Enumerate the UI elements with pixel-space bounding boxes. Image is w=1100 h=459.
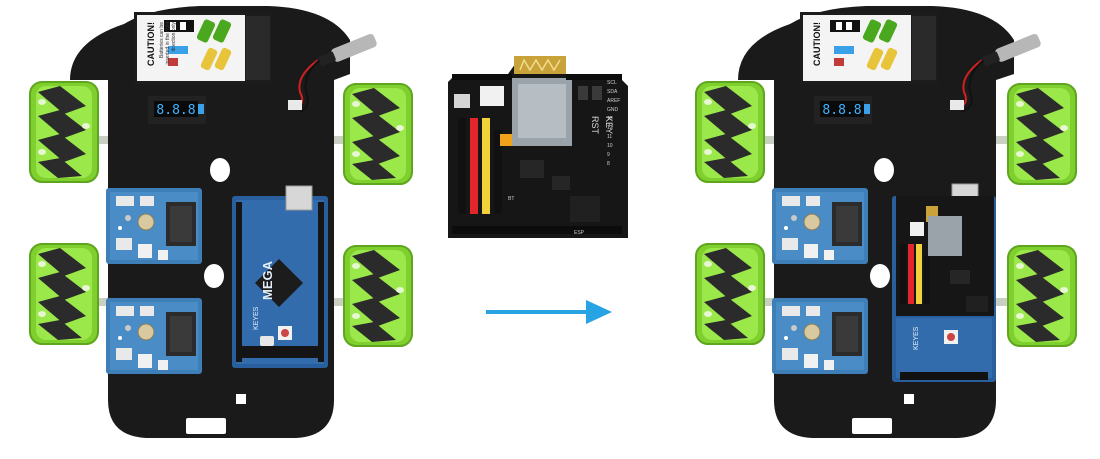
power-connector xyxy=(288,100,302,110)
power-wire-black xyxy=(961,57,987,113)
motor-driver-rear xyxy=(771,297,869,375)
shield-button xyxy=(454,94,470,108)
wheel-front-left xyxy=(695,81,765,183)
shield-pin-labels: SCL SDA AREF GND 13 12 11 10 9 8 xyxy=(607,80,620,167)
wheel-front-right xyxy=(343,83,413,185)
pin-label: 9 xyxy=(607,152,610,158)
voltmeter xyxy=(814,96,872,124)
pin-label: AREF xyxy=(607,98,620,104)
wheel-front-left xyxy=(29,81,99,183)
chassis-hole xyxy=(874,158,894,182)
shield-socket xyxy=(570,196,600,222)
wifi-module xyxy=(928,216,962,256)
caution-heading: CAUTION! xyxy=(146,22,156,66)
chassis-hole xyxy=(204,264,224,288)
pin-label: 10 xyxy=(607,143,613,149)
caution-line-3: direction only xyxy=(171,22,177,52)
caution-line-2: inserted in the right xyxy=(165,21,171,64)
caution-heading: CAUTION! xyxy=(812,22,822,66)
pin-label: SCL xyxy=(607,80,617,86)
motor-driver-rear xyxy=(105,297,203,375)
motor-driver-front xyxy=(771,187,869,265)
pin-label: 13 xyxy=(607,116,613,122)
chassis-slot xyxy=(852,418,892,434)
pin-label: 11 xyxy=(607,134,612,140)
right-chassis: CAUTION! KEYES xyxy=(695,6,1077,438)
wheel-front-right xyxy=(1007,83,1077,185)
caution-line-1: Batteries can be xyxy=(159,22,165,58)
voltmeter xyxy=(148,96,206,124)
wifi-shield: RST KEY SCL SDA AREF GND 13 12 11 10 9 8 xyxy=(448,56,628,238)
bt-label: BT xyxy=(508,196,514,202)
pin-label: 12 xyxy=(607,125,613,131)
chassis-slot xyxy=(904,394,914,404)
mega-board xyxy=(231,185,329,369)
wheel-rear-right xyxy=(1007,245,1077,347)
shield-connector xyxy=(480,86,504,106)
chassis-slot xyxy=(186,418,226,434)
header-black xyxy=(458,118,466,214)
wheel-rear-right xyxy=(343,245,413,347)
rst-button xyxy=(578,86,588,100)
battery-caution-label: CAUTION! Batteries can be inserted in th… xyxy=(146,21,177,66)
pin-label: GND xyxy=(607,107,619,113)
pin-label: SDA xyxy=(607,89,618,95)
header-yellow xyxy=(482,118,490,214)
arrow-right-icon xyxy=(486,300,612,324)
esp-label: ESP xyxy=(574,230,585,236)
key-label: KEY xyxy=(604,116,614,134)
wheel-rear-left xyxy=(695,243,765,345)
key-button xyxy=(592,86,602,100)
rst-label: RST xyxy=(590,116,600,135)
shield-chip xyxy=(552,176,570,190)
wheel-rear-left xyxy=(29,243,99,345)
left-chassis: CAUTION! Batteries can be inserted in th… xyxy=(29,6,413,438)
mega-logo-text: KEYES xyxy=(913,326,920,350)
header-red xyxy=(470,118,478,214)
motor-driver-front xyxy=(105,187,203,265)
chassis-hole xyxy=(870,264,890,288)
chassis-hole xyxy=(210,158,230,182)
mega-brand-label: MEGA xyxy=(260,260,275,300)
shield-led xyxy=(500,134,512,146)
power-connector xyxy=(950,100,964,110)
power-wire-black xyxy=(299,57,323,113)
shield-chip xyxy=(520,160,544,178)
pin-label: 8 xyxy=(607,161,610,167)
mega-logo-text: KEYES xyxy=(253,306,260,330)
chassis-slot xyxy=(236,394,246,404)
header-black xyxy=(494,130,502,214)
